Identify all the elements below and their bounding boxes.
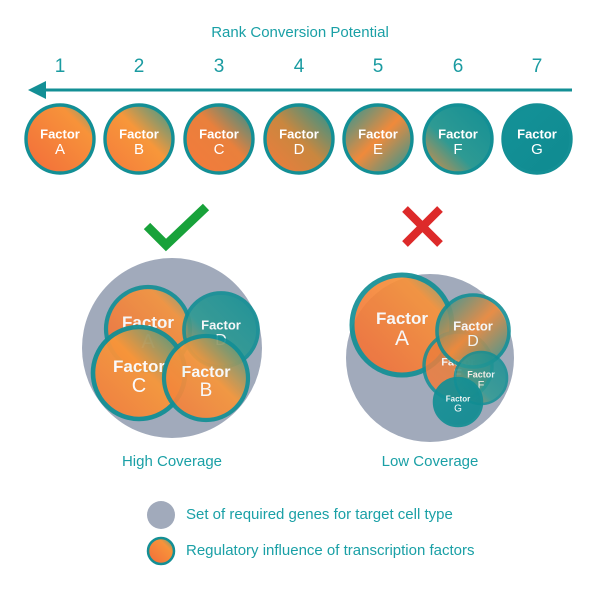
low-coverage-caption: Low Coverage	[381, 453, 479, 470]
low-factor-d-letter: D	[467, 333, 479, 350]
factor-circle-a-disc	[24, 103, 96, 175]
rank-number-7: 7	[531, 56, 543, 77]
rank-arrow-head	[28, 81, 46, 99]
rank-number-4: 4	[293, 56, 305, 77]
factor-circle-f-letter: F	[453, 141, 462, 158]
rank-number-5: 5	[372, 56, 384, 77]
low-factor-a-word: Factor	[376, 309, 428, 328]
factor-circle-d-letter: D	[294, 141, 305, 158]
chart-title: Rank Conversion Potential	[211, 24, 389, 41]
legend-gene-set-swatch	[147, 501, 175, 529]
cross-mark-icon-stroke-2	[402, 206, 443, 247]
low-factor-d-word: Factor	[453, 318, 493, 333]
low-factor-f-word: Factor	[467, 369, 495, 379]
high-factor-c-word: Factor	[113, 357, 165, 376]
low-factor-f-letter: F	[478, 379, 485, 391]
factor-circle-c-letter: C	[214, 141, 225, 158]
factor-circle-b-word: Factor	[119, 126, 159, 141]
factor-circle-b-disc	[103, 103, 175, 175]
factor-circle-c-disc	[183, 103, 255, 175]
rank-number-1: 1	[54, 56, 66, 77]
high-factor-c-letter: C	[132, 375, 146, 397]
factor-circle-e-letter: E	[373, 141, 383, 158]
factor-circle-g-letter: G	[531, 141, 543, 158]
low-factor-g-disc	[432, 376, 484, 428]
high-factor-b-disc	[161, 333, 251, 423]
rank-number-2: 2	[133, 56, 145, 77]
factor-circle-f-disc	[422, 103, 494, 175]
low-factor-g-letter: G	[454, 404, 462, 415]
factor-circle-d-disc	[263, 103, 335, 175]
legend-influence-swatch	[146, 536, 176, 566]
factor-circle-g-word: Factor	[517, 126, 557, 141]
factor-circle-b-letter: B	[134, 141, 144, 158]
factor-circle-e-word: Factor	[358, 126, 398, 141]
high-factor-b-word: Factor	[182, 364, 231, 381]
high-factor-d-word: Factor	[201, 317, 241, 332]
check-mark-icon	[143, 203, 210, 252]
factor-circle-e-disc	[342, 103, 414, 175]
factor-circle-a-letter: A	[55, 141, 65, 158]
high-coverage-caption: High Coverage	[121, 453, 223, 470]
factor-circle-f-word: Factor	[438, 126, 478, 141]
factor-circle-d-word: Factor	[279, 126, 319, 141]
low-factor-a-letter: A	[395, 327, 409, 350]
rank-number-6: 6	[452, 56, 464, 77]
factor-circle-a-word: Factor	[40, 126, 80, 141]
factor-circle-g-disc	[501, 103, 573, 175]
rank-number-3: 3	[213, 56, 225, 77]
factor-circle-c-word: Factor	[199, 126, 239, 141]
legend-gene-set-label: Set of required genes for target cell ty…	[186, 506, 453, 523]
legend-influence-label: Regulatory influence of transcription fa…	[186, 542, 475, 559]
high-factor-b-letter: B	[200, 380, 213, 401]
low-factor-g-word: Factor	[446, 395, 470, 404]
